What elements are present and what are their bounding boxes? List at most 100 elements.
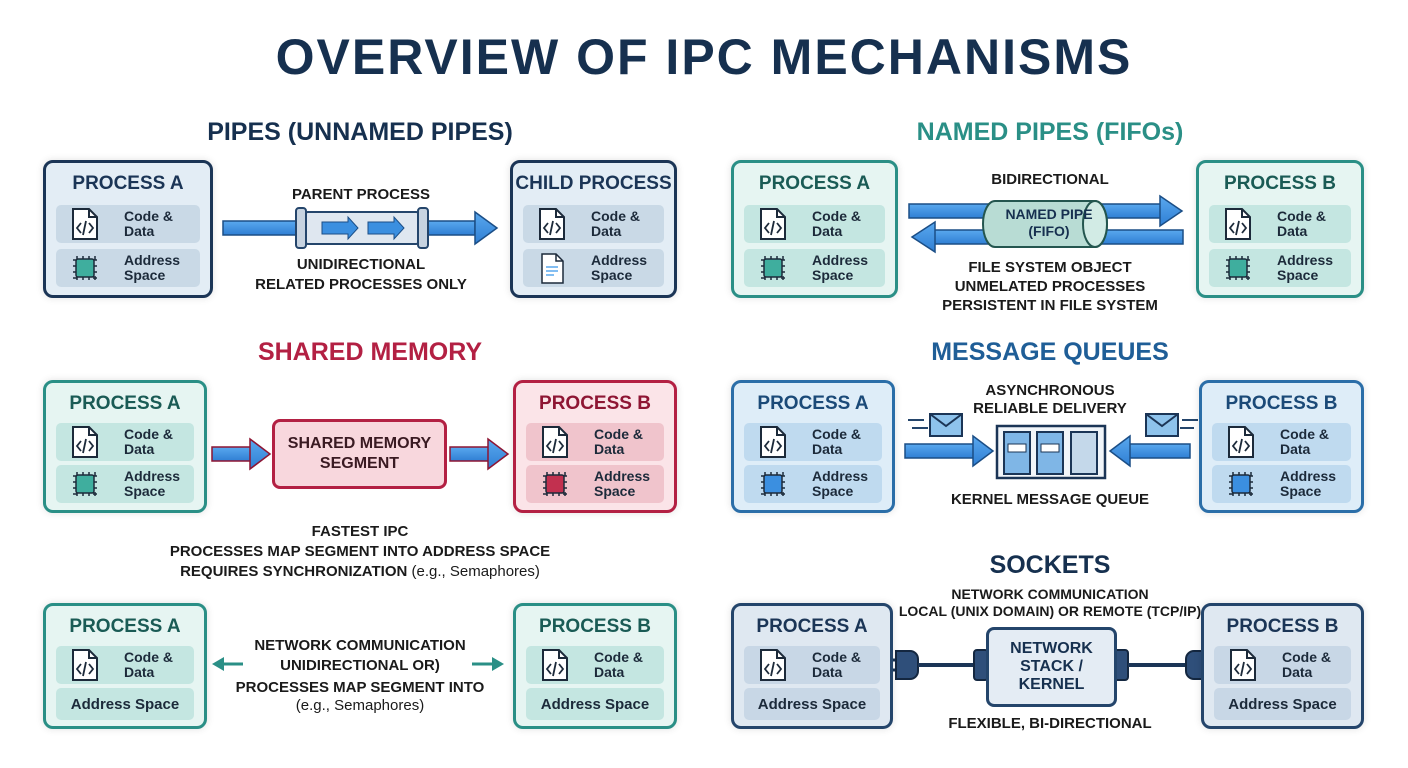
code-file-icon <box>538 425 572 459</box>
code-file-icon <box>1226 648 1260 682</box>
network-stack-kernel: NETWORK STACK / KERNEL <box>986 627 1117 707</box>
process-name: PROCESS A <box>69 616 181 637</box>
address-space-label: Address Space <box>70 695 180 713</box>
process-name: PROCESS A <box>69 393 181 414</box>
bl-caption-2: UNIDIRECTIONAL OR) <box>280 657 440 674</box>
process-name: PROCESS B <box>539 616 651 637</box>
address-space-row: Address Space <box>744 465 882 503</box>
fifo-caption-2: UNMELATED PROCESSES <box>954 278 1146 295</box>
code-data-label: Code & Data <box>594 649 643 680</box>
code-data-row: Code & Data <box>1214 646 1351 684</box>
address-space-row: Address Space <box>1214 688 1351 720</box>
cpu-chip-icon <box>1224 467 1258 501</box>
code-file-icon <box>756 648 790 682</box>
fifo-caption-3: PERSISTENT IN FILE SYSTEM <box>942 297 1158 314</box>
fifo-process-a: PROCESS A Code & Data Address Space <box>731 160 898 298</box>
code-data-row: Code & Data <box>744 423 882 461</box>
address-space-label: Address Space <box>757 695 867 713</box>
shm-caption-3: REQUIRES SYNCHRONIZATION (e.g., Semaphor… <box>180 563 540 580</box>
section-title-pipes: PIPES (UNNAMED PIPES) <box>207 118 513 146</box>
mq-bottom-label: KERNEL MESSAGE QUEUE <box>950 491 1150 508</box>
shm-caption-1: FASTEST IPC <box>311 523 409 540</box>
cpu-chip-icon <box>538 467 572 501</box>
address-space-row: Address Space <box>526 465 664 503</box>
process-name: CHILD PROCESS <box>515 173 672 194</box>
sockets-top-label-1: NETWORK COMMUNICATION <box>951 586 1149 602</box>
shm-arrows <box>211 437 510 471</box>
pipes-child-process: CHILD PROCESS Code & Data Address Space <box>510 160 677 298</box>
address-space-label: Address Space <box>812 252 869 283</box>
code-data-label: Code & Data <box>124 426 173 457</box>
code-file-icon <box>68 425 102 459</box>
section-title-sockets: SOCKETS <box>989 551 1111 579</box>
address-space-label: Address Space <box>124 468 181 499</box>
bl-caption-3: PROCESSES MAP SEGMENT INTO <box>235 679 485 696</box>
cpu-chip-icon <box>68 467 102 501</box>
bl-process-b: PROCESS B Code & Data Address Space <box>513 603 677 729</box>
address-space-label: Address Space <box>594 468 651 499</box>
code-file-icon <box>68 207 102 241</box>
fifo-caption-1: FILE SYSTEM OBJECT <box>968 259 1132 276</box>
address-space-row: Address Space <box>56 249 200 287</box>
pipes-process-a: PROCESS A Code & Data Address Space <box>43 160 213 298</box>
code-data-row: Code & Data <box>1209 205 1351 243</box>
cpu-chip-icon <box>756 251 790 285</box>
code-data-row: Code & Data <box>744 646 880 684</box>
shared-memory-segment: SHARED MEMORY SEGMENT <box>272 419 447 489</box>
address-space-label: Address Space <box>812 468 869 499</box>
shm-process-b: PROCESS B Code & Data Address Space <box>513 380 677 513</box>
section-title-message-queues: MESSAGE QUEUES <box>931 338 1169 366</box>
section-title-named-pipes: NAMED PIPES (FIFOs) <box>916 118 1184 146</box>
code-data-row: Code & Data <box>744 205 885 243</box>
page-title: OVERVIEW OF IPC MECHANISMS <box>275 29 1133 85</box>
address-space-label: Address Space <box>1280 468 1337 499</box>
process-name: PROCESS A <box>756 616 868 637</box>
code-data-label: Code & Data <box>1277 208 1326 239</box>
process-name: PROCESS B <box>539 393 651 414</box>
fifo-top-label: BIDIRECTIONAL <box>991 171 1109 188</box>
process-name: PROCESS A <box>758 173 871 194</box>
code-file-icon <box>535 207 569 241</box>
pipes-caption-1: UNIDIRECTIONAL <box>296 256 426 273</box>
fifo-pipe-label: NAMED PIPE (FIFO) <box>1005 206 1093 239</box>
cpu-chip-icon <box>756 467 790 501</box>
code-data-label: Code & Data <box>812 649 861 680</box>
sock-process-b: PROCESS B Code & Data Address Space <box>1201 603 1364 729</box>
address-space-row: Address Space <box>744 249 885 287</box>
code-data-row: Code & Data <box>526 646 664 684</box>
address-space-row: Address Space <box>1209 249 1351 287</box>
address-space-row: Address Space <box>744 688 880 720</box>
address-space-label: Address Space <box>124 252 181 283</box>
code-data-label: Code & Data <box>124 208 173 239</box>
code-file-icon <box>68 648 102 682</box>
socket-plug-icon <box>884 649 989 681</box>
section-title-shared-memory: SHARED MEMORY <box>257 338 483 366</box>
bottom-left-arrows <box>212 657 504 671</box>
address-space-row: Address Space <box>56 465 194 503</box>
process-name: PROCESS A <box>72 173 184 194</box>
address-space-row: Address Space <box>523 249 664 287</box>
sock-process-a: PROCESS A Code & Data Address Space <box>731 603 893 729</box>
process-name: PROCESS A <box>757 393 869 414</box>
shm-process-a: PROCESS A Code & Data Address Space <box>43 380 207 513</box>
cpu-chip-icon <box>1221 251 1255 285</box>
code-file-icon <box>756 207 790 241</box>
code-file-icon <box>538 648 572 682</box>
code-data-label: Code & Data <box>124 649 173 680</box>
code-data-label: Code & Data <box>1282 649 1331 680</box>
address-space-label: Address Space <box>1228 695 1337 713</box>
fifo-cylinder <box>982 200 1108 248</box>
sockets-bottom-label: FLEXIBLE, BI-DIRECTIONAL <box>948 715 1152 732</box>
cpu-chip-icon <box>68 251 102 285</box>
code-file-icon <box>756 425 790 459</box>
address-space-row: Address Space <box>526 688 664 720</box>
code-data-label: Code & Data <box>1280 426 1329 457</box>
address-space-row: Address Space <box>1212 465 1351 503</box>
envelope-icon <box>908 413 963 437</box>
mq-arrows <box>904 434 1191 468</box>
process-name: PROCESS B <box>1226 616 1339 637</box>
code-data-row: Code & Data <box>523 205 664 243</box>
code-data-label: Code & Data <box>591 208 640 239</box>
code-data-row: Code & Data <box>526 423 664 461</box>
